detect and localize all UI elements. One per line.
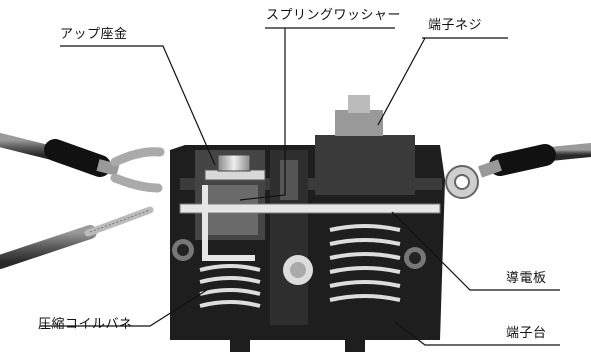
label-compression-spring: 圧縮コイルバネ [38, 317, 133, 332]
stripped-wire [0, 206, 154, 269]
ring-terminal-wire [445, 143, 591, 199]
label-spring-washer: スプリングワッシャー [266, 8, 402, 23]
leader-lines [40, 27, 560, 346]
left-washers [204, 154, 266, 181]
fork-terminal-wire [0, 133, 165, 193]
conductor-plate [179, 185, 441, 261]
label-up-washer: アップ座金 [60, 27, 128, 42]
label-terminal-screw: 端子ネジ [428, 18, 483, 33]
compression-springs [199, 224, 401, 308]
label-conductor-plate: 導電板 [506, 271, 547, 286]
label-terminal-block: 端子台 [506, 326, 547, 341]
